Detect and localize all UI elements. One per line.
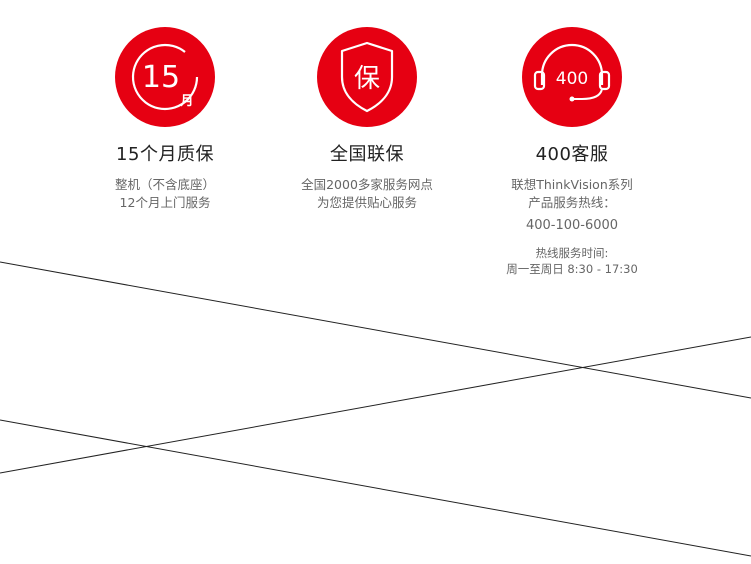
15-month-calendar-icon: 15 月	[115, 27, 215, 127]
badge-number: 400	[556, 69, 588, 89]
feature-title: 全国联保	[330, 144, 404, 165]
feature-title: 400客服	[535, 144, 609, 165]
shield-bao-icon: 保	[317, 27, 417, 127]
description-line: 为您提供贴心服务	[316, 195, 417, 210]
hours-value: 周一至周日 8:30 - 17:30	[506, 262, 638, 276]
feature-title: 15个月质保	[116, 144, 214, 165]
hours-label: 热线服务时间:	[535, 246, 609, 260]
feature-description: 整机（不含底座） 12个月上门服务	[65, 176, 265, 212]
description-line: 整机（不含底座）	[114, 177, 215, 192]
description-line: 全国2000多家服务网点	[301, 177, 433, 192]
feature-description: 全国2000多家服务网点 为您提供贴心服务	[267, 176, 467, 212]
description-line: 12个月上门服务	[119, 195, 211, 210]
badge-char: 保	[354, 64, 380, 94]
badge-unit: 月	[179, 94, 193, 109]
hotline-number: 400-100-6000	[525, 218, 619, 233]
service-hours: 热线服务时间: 周一至周日 8:30 - 17:30	[472, 245, 672, 277]
headset-400-icon: 400	[522, 27, 622, 127]
feature-description: 联想ThinkVision系列 产品服务热线：	[472, 176, 672, 212]
description-line: 联想ThinkVision系列	[511, 177, 633, 192]
description-line: 产品服务热线：	[528, 195, 616, 210]
badge-number: 15	[142, 60, 180, 95]
